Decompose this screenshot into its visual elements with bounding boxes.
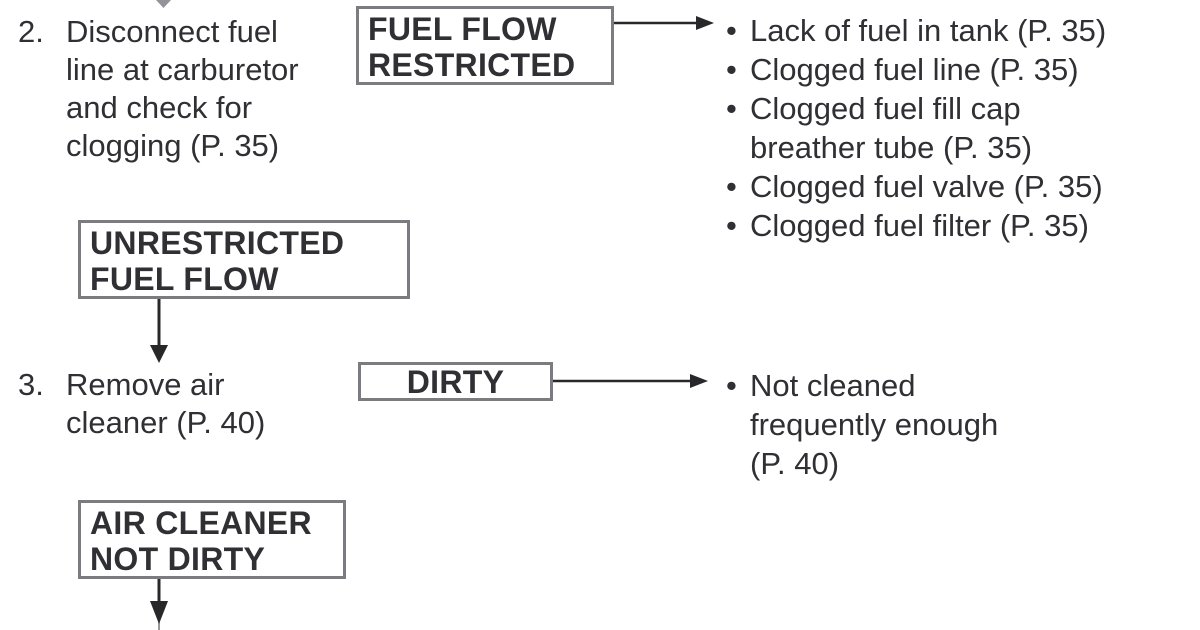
step-2-action-line: clogging (P. 35) (66, 128, 280, 163)
cause-text: (P. 40) (750, 446, 840, 481)
cause-text: frequently enough (750, 407, 999, 442)
condition-box-line: FUEL FLOW (368, 11, 557, 47)
bullet-icon: • (726, 208, 737, 243)
step-3-action-line: cleaner (P. 40) (66, 405, 266, 440)
cause-text: Lack of fuel in tank (P. 35) (750, 13, 1107, 48)
cause-text: breather tube (P. 35) (750, 130, 1033, 165)
cause-text: Clogged fuel valve (P. 35) (750, 169, 1103, 204)
condition-box-line: RESTRICTED (368, 47, 576, 83)
pass-box-line: NOT DIRTY (90, 541, 266, 577)
cause-text: Clogged fuel line (P. 35) (750, 52, 1079, 87)
step-3-action-line: Remove air (66, 367, 225, 402)
bullet-icon: • (726, 13, 737, 48)
cause-item: • Clogged fuel fill cap breather tube (P… (726, 89, 1106, 167)
step-2-action-line: Disconnect fuel (66, 14, 278, 49)
cause-item: • Clogged fuel filter (P. 35) (726, 206, 1106, 245)
causes-list-step-2: • Lack of fuel in tank (P. 35) • Clogged… (726, 11, 1106, 245)
pass-box-unrestricted-fuel-flow: UNRESTRICTED FUEL FLOW (78, 220, 410, 299)
condition-box-dirty: DIRTY (358, 362, 553, 401)
arrow-remnant-top-icon (156, 0, 171, 8)
bullet-icon: • (726, 368, 737, 403)
step-2-action-line: and check for (66, 90, 253, 125)
causes-list-step-3: • Not cleaned frequently enough (P. 40) (726, 366, 998, 483)
cause-item: • Clogged fuel valve (P. 35) (726, 167, 1106, 206)
cause-text: Not cleaned (750, 368, 916, 403)
cause-item: • Lack of fuel in tank (P. 35) (726, 11, 1106, 50)
cause-text: Clogged fuel filter (P. 35) (750, 208, 1089, 243)
step-3-action: Remove air cleaner (P. 40) (66, 366, 265, 442)
pass-box-line: UNRESTRICTED (90, 225, 345, 261)
condition-box-fuel-flow-restricted: FUEL FLOW RESTRICTED (356, 6, 614, 85)
cause-item: • Clogged fuel line (P. 35) (726, 50, 1106, 89)
step-2-action-line: line at carburetor (66, 52, 299, 87)
pass-box-air-cleaner-not-dirty: AIR CLEANER NOT DIRTY (78, 500, 346, 579)
pass-box-line: FUEL FLOW (90, 261, 279, 297)
arrow-unrestricted-down-icon (150, 299, 168, 363)
bullet-icon: • (726, 52, 737, 87)
arrow-not-dirty-down-icon (150, 579, 168, 630)
bullet-icon: • (726, 91, 737, 126)
condition-box-line: DIRTY (406, 363, 505, 400)
step-2-number: 2. (18, 14, 44, 49)
arrow-dirty-to-cause-icon (553, 374, 708, 388)
cause-item: • Not cleaned frequently enough (P. 40) (726, 366, 998, 483)
bullet-icon: • (726, 169, 737, 204)
cause-text: Clogged fuel fill cap (750, 91, 1021, 126)
step-2-action: Disconnect fuel line at carburetor and c… (66, 13, 299, 165)
pass-box-line: AIR CLEANER (90, 505, 312, 541)
arrow-restricted-to-causes-icon (614, 16, 714, 30)
step-3-number: 3. (18, 367, 44, 402)
